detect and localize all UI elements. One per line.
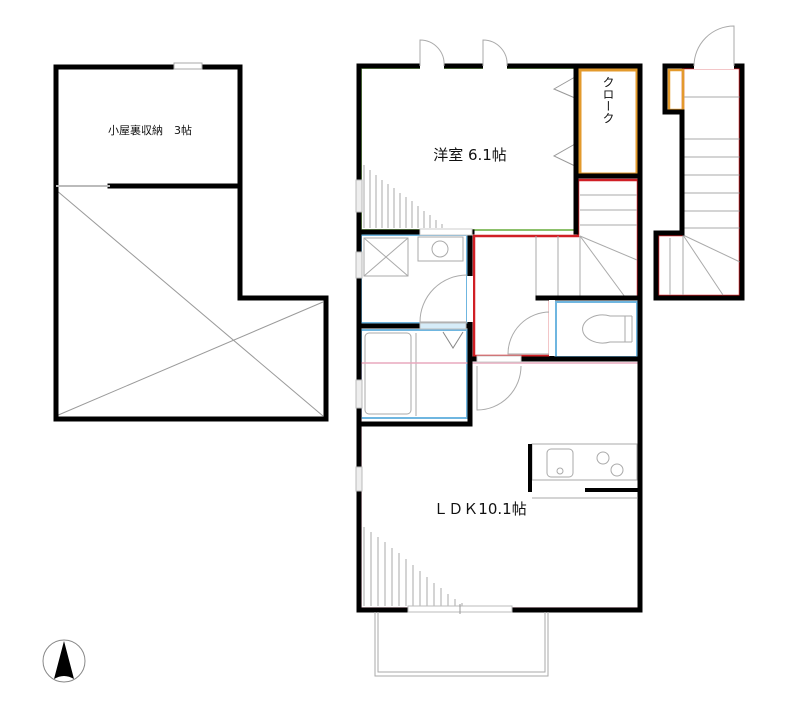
main-walls bbox=[356, 63, 643, 613]
toilet bbox=[555, 301, 638, 358]
bathtub-icon bbox=[364, 332, 412, 415]
entrance-door-arc bbox=[693, 25, 735, 67]
washroom bbox=[360, 234, 468, 324]
closet-label: クローク bbox=[601, 76, 615, 124]
western-room-label: 洋室 6.1帖 bbox=[433, 146, 507, 164]
loft-label: 小屋裏収納 3帖 bbox=[108, 123, 192, 137]
washing-machine-pan bbox=[363, 237, 409, 277]
entrance-stairs bbox=[653, 25, 745, 301]
window-door-arc bbox=[419, 39, 445, 67]
ldk: ＬＤＫ10.1帖 bbox=[360, 362, 640, 609]
balcony bbox=[374, 612, 549, 677]
kitchen-sink-icon bbox=[546, 448, 574, 478]
window-door-arc bbox=[482, 39, 508, 67]
bathroom bbox=[360, 329, 468, 419]
main-unit: 洋室 6.1帖 クローク bbox=[355, 39, 643, 677]
meter-box bbox=[667, 68, 685, 112]
sink-icon bbox=[417, 236, 464, 262]
ldk-label: ＬＤＫ10.1帖 bbox=[433, 500, 526, 518]
toilet-icon bbox=[582, 314, 626, 344]
stove-burner-icon bbox=[610, 463, 624, 477]
stove-burner-icon bbox=[596, 451, 610, 465]
loft-storage: 小屋裏収納 3帖 bbox=[53, 62, 329, 422]
ceiling-slope-hatch bbox=[363, 165, 443, 228]
north-arrow-icon bbox=[42, 639, 86, 683]
